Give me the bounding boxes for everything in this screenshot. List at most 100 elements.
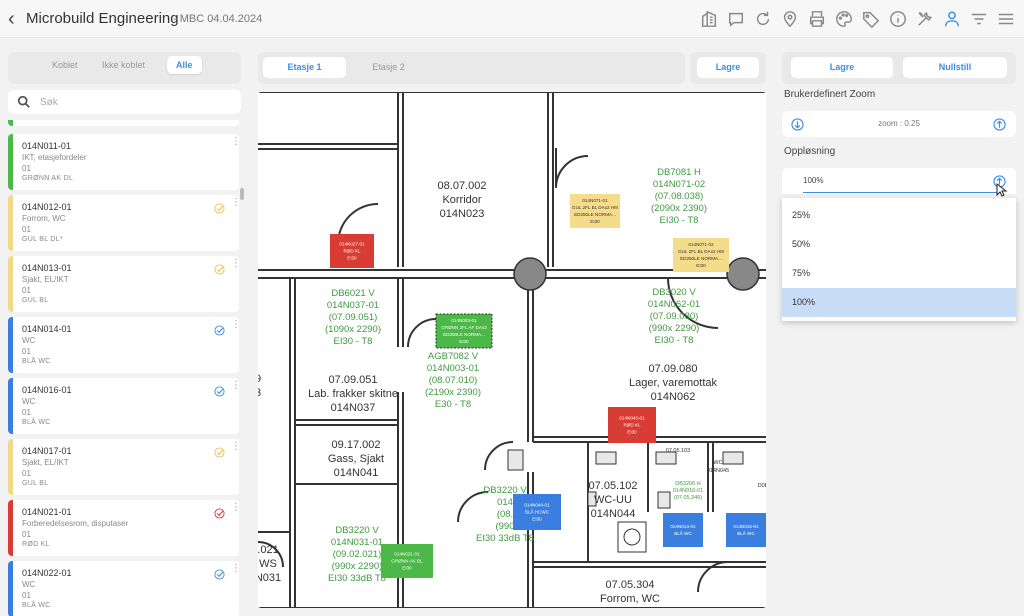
- door-label: DB3220 V: [335, 525, 379, 536]
- room-label: 07.05.304: [606, 579, 655, 591]
- room-label: Gass, Sjakt: [328, 453, 384, 465]
- user-icon[interactable]: [941, 7, 962, 31]
- segment-ikke-koblet[interactable]: Ikke koblet: [102, 60, 146, 70]
- link-filter-segment: Koblet Ikke koblet Alle: [8, 52, 241, 84]
- option-75[interactable]: 75%: [792, 268, 811, 278]
- tools-icon[interactable]: [914, 7, 935, 31]
- tab-etasje-2[interactable]: Etasje 2: [372, 62, 405, 72]
- door-tag-label: ED250LE NORMA...: [443, 332, 485, 337]
- segment-koblet[interactable]: Koblet: [52, 60, 78, 70]
- chat-icon[interactable]: [725, 7, 746, 31]
- more-options-icon[interactable]: ⋮: [231, 563, 239, 574]
- status-color-bar: [8, 195, 13, 251]
- item-tag: RØD KL: [22, 541, 50, 548]
- resolution-select[interactable]: 100%: [782, 168, 1016, 194]
- zoom-up-icon[interactable]: [993, 118, 1006, 131]
- door-label: (07.09.051): [329, 312, 378, 323]
- status-color-bar: [8, 500, 13, 556]
- item-id: 014N013-01: [22, 263, 72, 273]
- checked-icon: [214, 325, 225, 336]
- more-options-icon[interactable]: ⋮: [231, 380, 239, 391]
- more-options-icon[interactable]: ⋮: [231, 319, 239, 330]
- item-id: 014N017-01: [22, 446, 72, 456]
- menu-icon[interactable]: [995, 7, 1016, 31]
- door-label: 014N003-01: [427, 363, 479, 374]
- item-floor: 01: [22, 408, 31, 417]
- info-icon[interactable]: [887, 7, 908, 31]
- door-tag-box: [663, 513, 703, 547]
- filter-icon[interactable]: [968, 7, 989, 31]
- room-label-small: 014N016-01: [673, 488, 703, 494]
- center-save-button[interactable]: Lagre: [697, 57, 759, 78]
- door-label: 014: [497, 497, 513, 508]
- tab-etasje-1[interactable]: Etasje 1: [263, 57, 346, 78]
- resolution-value: 100%: [803, 176, 824, 185]
- refresh-icon[interactable]: [752, 7, 773, 31]
- item-id: 014N012-01: [22, 202, 72, 212]
- checked-icon: [214, 447, 225, 458]
- more-options-icon[interactable]: ⋮: [231, 441, 239, 452]
- door-tag-label: BLÅ WC: [674, 530, 692, 536]
- location-icon[interactable]: [779, 7, 800, 31]
- print-icon[interactable]: [806, 7, 827, 31]
- option-50[interactable]: 50%: [792, 239, 811, 249]
- more-options-icon[interactable]: ⋮: [231, 502, 239, 513]
- search-input[interactable]: [40, 94, 230, 110]
- room-label: 9: [258, 373, 261, 385]
- room-label: 08.07.002: [438, 180, 487, 192]
- zoom-down-icon[interactable]: [791, 118, 804, 131]
- more-options-icon[interactable]: ⋮: [231, 258, 239, 269]
- option-25[interactable]: 25%: [792, 210, 811, 220]
- reset-button[interactable]: Nullstill: [903, 57, 1007, 78]
- segment-alle[interactable]: Alle: [167, 56, 202, 74]
- building-icon[interactable]: [698, 7, 719, 31]
- list-item-partial[interactable]: [8, 120, 239, 126]
- door-label: EI30 - T8: [660, 215, 699, 226]
- item-desc: WC: [22, 580, 36, 589]
- palette-icon[interactable]: [833, 7, 854, 31]
- more-options-icon[interactable]: ⋮: [231, 197, 239, 208]
- search-box: [8, 90, 241, 114]
- room-label: 07.09.080: [649, 363, 698, 375]
- back-icon[interactable]: ‹: [8, 8, 15, 30]
- door-tag-label: GUL 2FL BL DAx2 HM: [678, 249, 724, 254]
- item-tag: BLÅ WC: [22, 602, 51, 609]
- item-tag: BLÅ WC: [22, 419, 51, 426]
- more-options-icon[interactable]: ⋮: [231, 136, 239, 147]
- settings-save-button[interactable]: Lagre: [791, 57, 893, 78]
- item-floor: 01: [22, 591, 31, 600]
- item-desc: Forrom, WC: [22, 214, 66, 223]
- door-tag-label: GRØNN AK DL: [391, 559, 423, 564]
- door-label: DB7081 H: [657, 167, 701, 178]
- door-label: (07.09.080): [650, 311, 699, 322]
- door-label: (07.08.038): [655, 191, 704, 202]
- tag-icon[interactable]: [860, 7, 881, 31]
- list-scrollbar[interactable]: [240, 188, 244, 200]
- room-label: .021: [258, 544, 279, 556]
- option-100[interactable]: 100%: [782, 288, 1016, 317]
- room-label-small: (07.05.349): [674, 495, 702, 501]
- columns: [513, 257, 760, 291]
- room-label: Korridor: [442, 194, 481, 206]
- door-label: 014N031-01: [331, 537, 383, 548]
- door-tag-label: EI30: [459, 339, 469, 344]
- checked-icon: [214, 569, 225, 580]
